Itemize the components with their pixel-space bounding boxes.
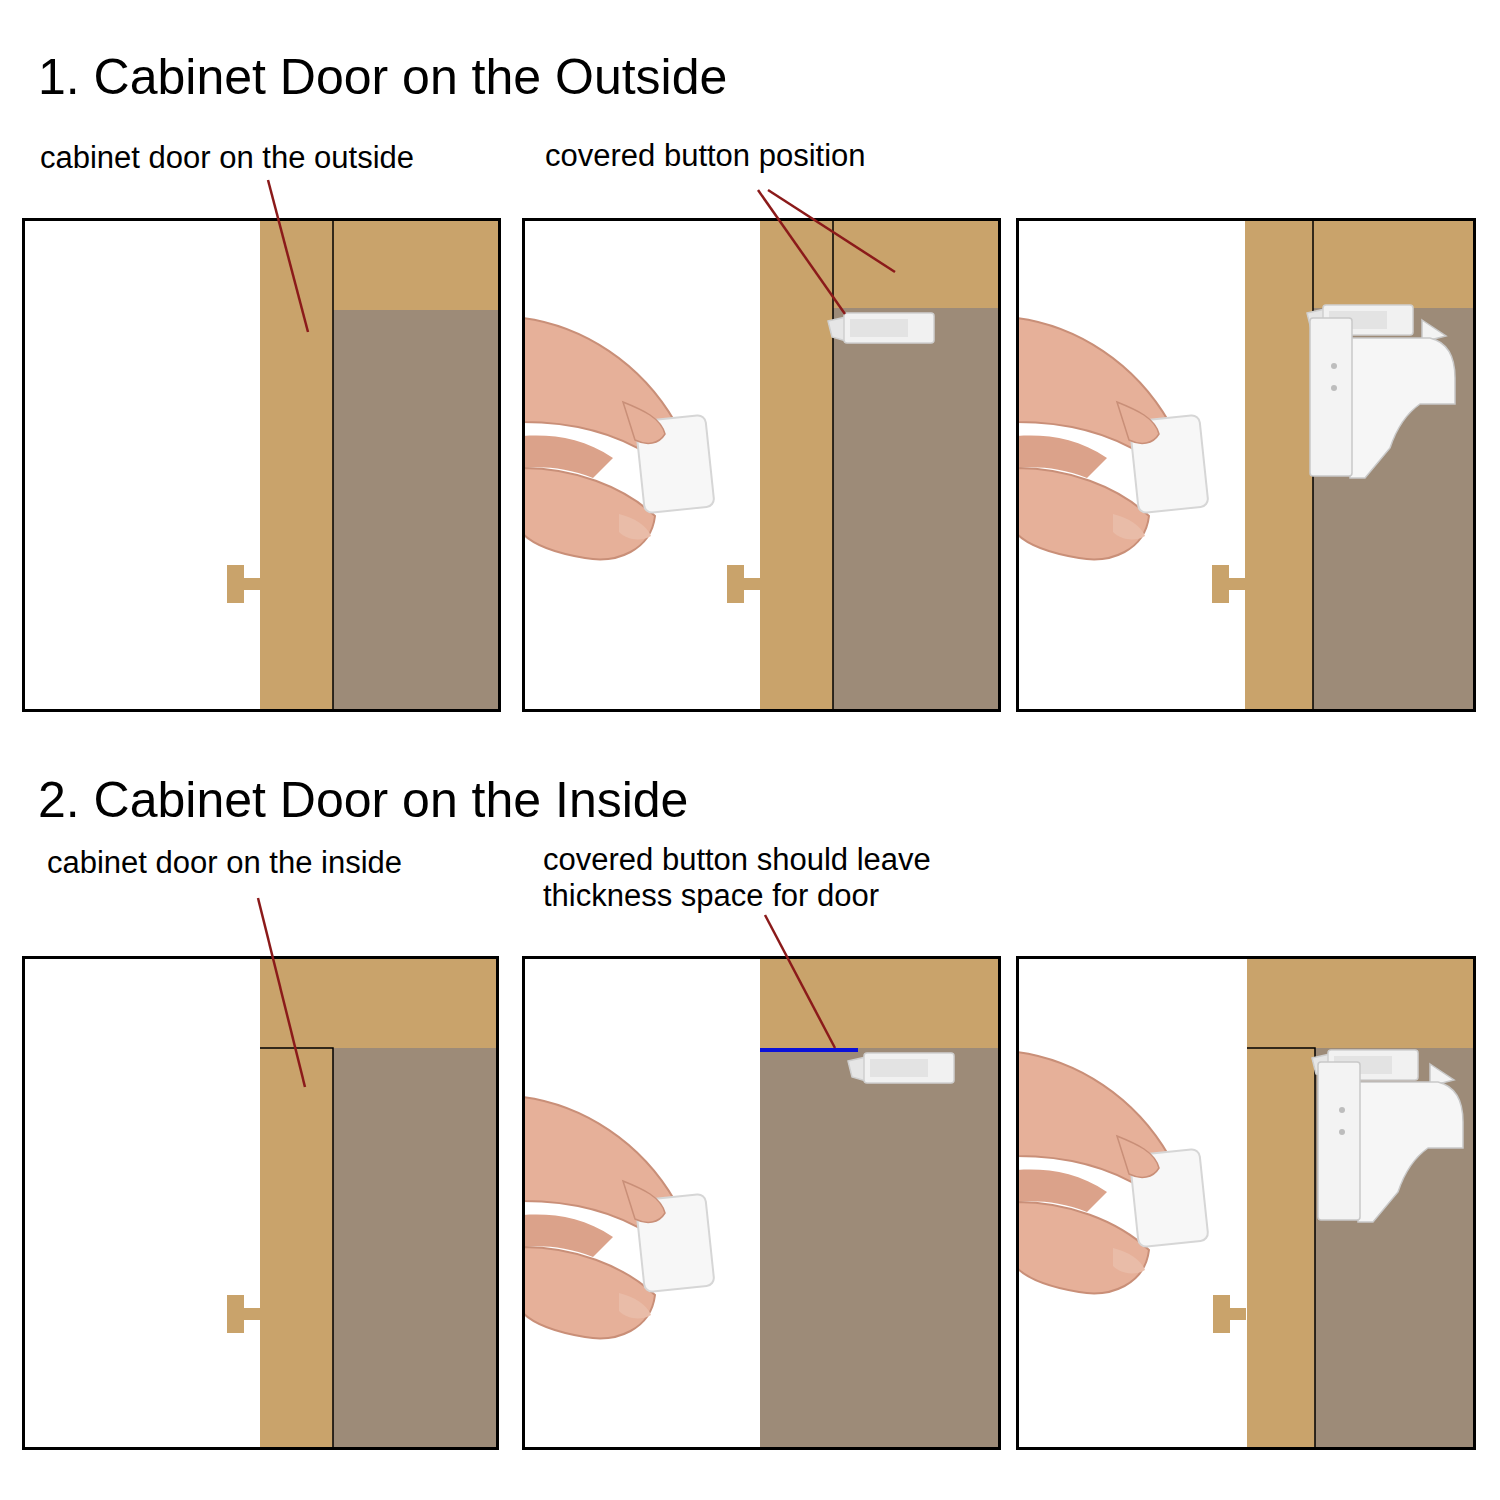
- door-edge: [332, 219, 334, 711]
- hand-with-key: [523, 1097, 715, 1338]
- cabinet-top: [1247, 957, 1475, 1048]
- panel-frame: [1018, 958, 1475, 1449]
- cabinet-interior: [833, 308, 1000, 711]
- annotation-label: cabinet door on the outside: [40, 140, 510, 176]
- cabinet-top: [760, 957, 1000, 1048]
- cabinet-door: [1247, 1048, 1315, 1448]
- door-edge: [260, 1048, 333, 1448]
- panel-frame: [24, 220, 500, 711]
- cabinet-interior: [760, 1048, 1000, 1448]
- panel-frame: [1018, 220, 1475, 711]
- hand-with-key: [1017, 318, 1209, 559]
- leader-line: [258, 898, 305, 1087]
- cabinet-interior: [333, 1048, 497, 1448]
- leader-line: [268, 180, 308, 332]
- leader-line: [765, 915, 835, 1048]
- lock-catch: [848, 1053, 954, 1083]
- cabinet-door: [260, 1048, 333, 1448]
- lock-latch: [1318, 1062, 1463, 1222]
- hand-with-key: [1017, 1052, 1209, 1293]
- cabinet-top: [333, 219, 500, 310]
- door-edge: [832, 219, 834, 711]
- section-heading: 2. Cabinet Door on the Inside: [38, 771, 988, 829]
- door-thickness-mark: [760, 1048, 858, 1052]
- annotation-label: covered button should leave thickness sp…: [543, 842, 1013, 914]
- cabinet-door: [1245, 219, 1313, 711]
- cabinet-top: [260, 957, 497, 1048]
- hand-with-key: [523, 318, 715, 559]
- door-knob: [1212, 565, 1245, 603]
- annotation-label: cabinet door on the inside: [47, 845, 517, 881]
- section-heading: 1. Cabinet Door on the Outside: [38, 48, 988, 106]
- door-knob: [227, 565, 260, 603]
- cabinet-interior: [333, 310, 500, 711]
- leader-line: [768, 190, 895, 272]
- panel-frame: [524, 220, 1000, 711]
- panel-frame: [24, 958, 498, 1449]
- door-knob: [227, 1295, 260, 1333]
- door-knob: [727, 565, 760, 603]
- panel-frame: [524, 958, 1000, 1449]
- door-edge: [1247, 1048, 1315, 1448]
- door-knob: [1213, 1295, 1246, 1333]
- leader-line: [758, 190, 845, 314]
- annotation-label: covered button position: [545, 138, 1005, 174]
- cabinet-door: [760, 219, 833, 711]
- lock-catch: [828, 313, 934, 343]
- cabinet-top: [833, 219, 1000, 308]
- lock-latch: [1310, 318, 1455, 478]
- cabinet-interior: [1315, 1048, 1475, 1448]
- cabinet-top: [1313, 219, 1475, 308]
